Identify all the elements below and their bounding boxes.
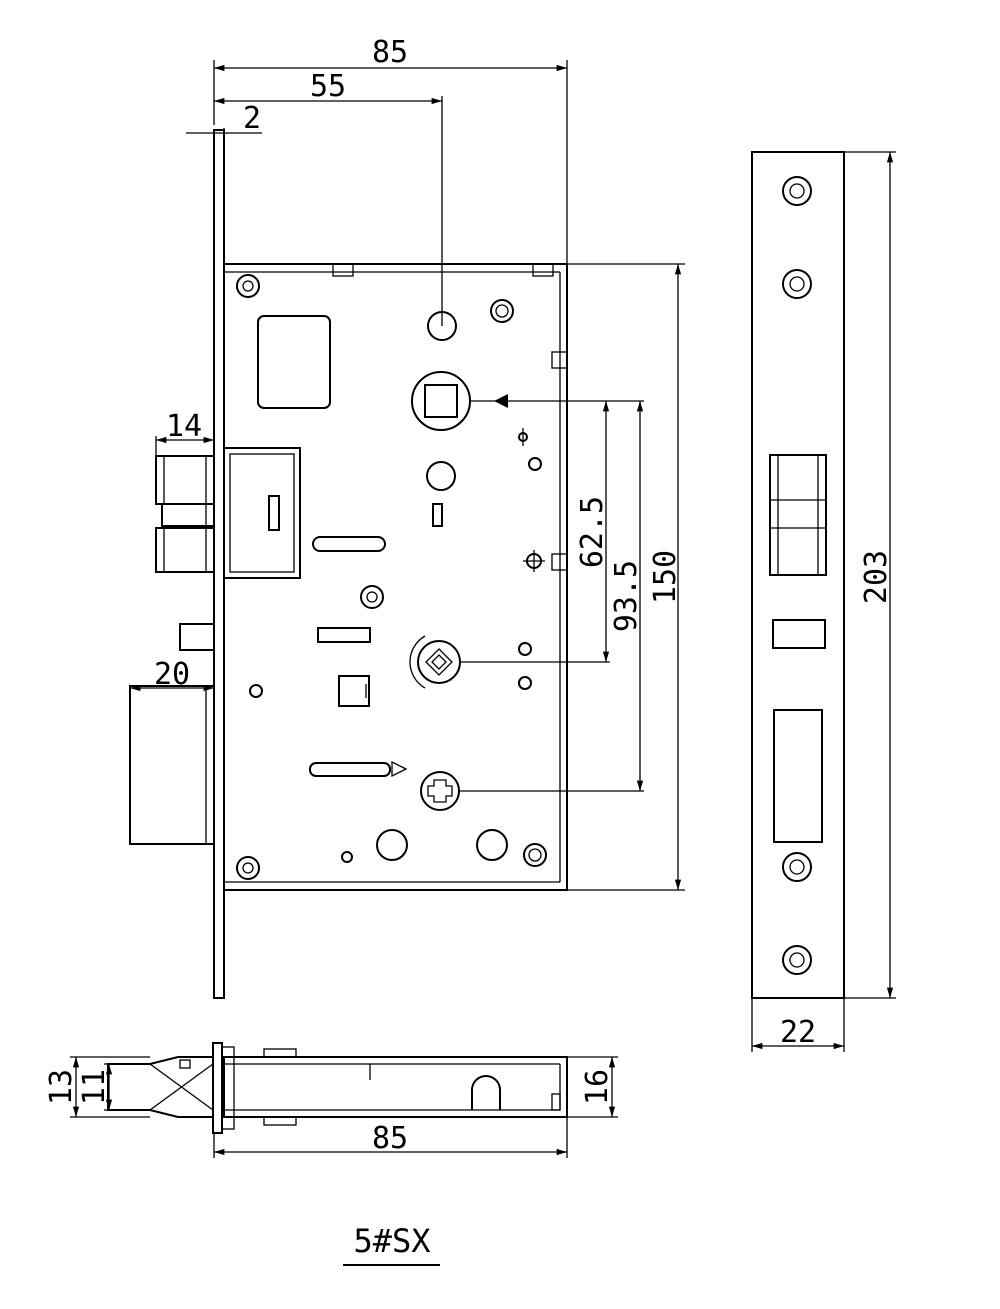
dim-latch-width: 20: [154, 657, 190, 692]
faceplate-view: 203 22: [751, 151, 896, 1052]
faceplate-screw-icon: [782, 269, 812, 299]
front-dimensions: 85 55 2 14 20 62.5 93.5 150: [130, 35, 685, 891]
dim-handle-to-lower: 93.5: [609, 560, 644, 632]
faceplate-outline: [751, 151, 845, 999]
top-case: [223, 1056, 568, 1118]
auxiliary-latch: [179, 623, 215, 651]
main-latch: [129, 685, 215, 845]
case-screw-icon: [490, 299, 514, 323]
case-screw-icon: [523, 843, 547, 867]
upper-window: [257, 315, 331, 409]
dim-case-thickness: 16: [580, 1069, 615, 1105]
dim-plate-height: 203: [859, 550, 894, 604]
dim-plate-width: 22: [780, 1015, 816, 1050]
dim-overall-depth: 85: [372, 35, 408, 70]
case-screw-icon: [236, 856, 260, 880]
cross-screw-icon: [420, 771, 460, 811]
faceplate-screw-icon: [782, 852, 812, 882]
dim-case-height: 150: [648, 550, 683, 604]
front-view: [129, 129, 568, 999]
key-cylinder-icon: [409, 635, 461, 689]
dim-handle-to-key: 62.5: [575, 496, 610, 568]
top-view: 13 11 16 85: [44, 1042, 618, 1158]
dim-deadbolt-width: 14: [166, 409, 202, 444]
nut-icon: [360, 585, 384, 609]
dim-top-overall-depth: 85: [372, 1121, 408, 1156]
dim-outer-height: 13: [44, 1069, 79, 1105]
faceplate-screw-icon: [782, 945, 812, 975]
faceplate-screw-icon: [782, 176, 812, 206]
case-screw-icon: [236, 274, 260, 298]
dim-faceplate-offset: 2: [243, 101, 261, 136]
latch-bolt-top: [107, 1056, 214, 1118]
drawing-title: 5#SX: [353, 1222, 430, 1260]
deadbolt: [155, 455, 215, 573]
dim-backset: 55: [310, 69, 346, 104]
dim-inner-height: 11: [77, 1069, 112, 1105]
handle-spindle-icon: [411, 371, 471, 431]
faceplate-strip: [213, 129, 225, 999]
drawing-title-block: 5#SX: [343, 1222, 440, 1266]
